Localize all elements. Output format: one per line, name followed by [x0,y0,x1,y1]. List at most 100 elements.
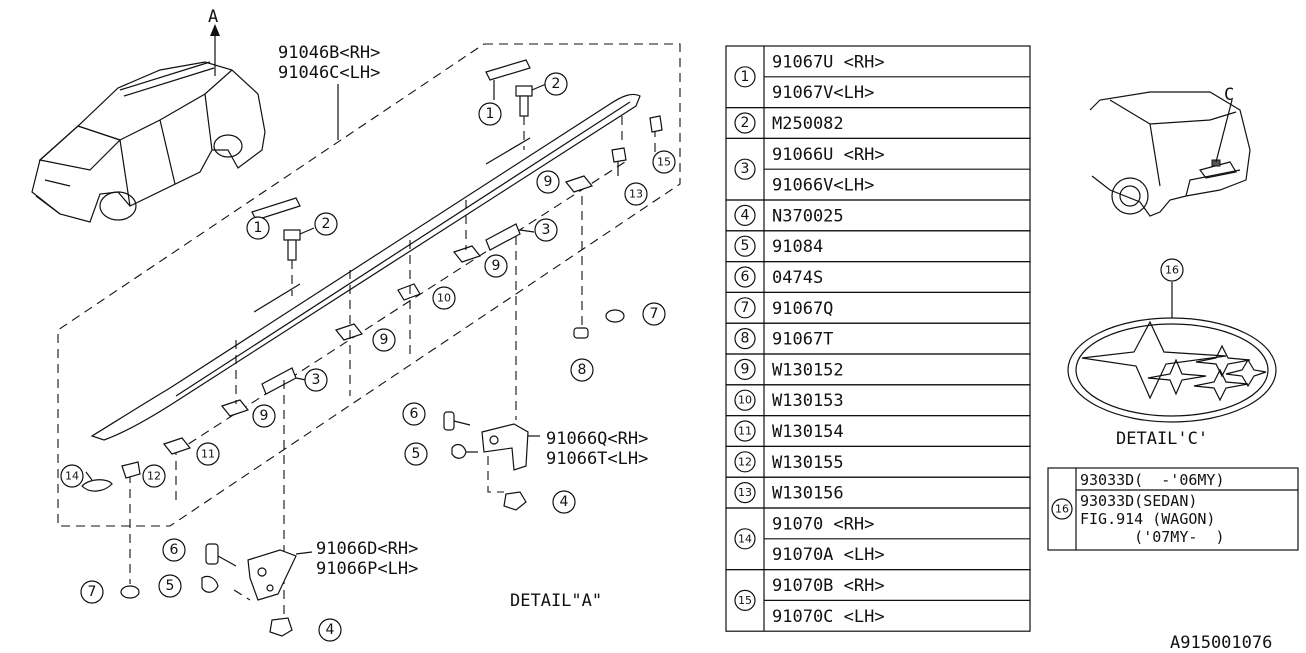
screw-5-front [451,443,478,459]
balloon-11: 11 [196,442,220,466]
balloon-9: 9 [484,254,508,278]
balloon-9: 9 [536,170,560,194]
balloon-6: 6 [162,538,186,562]
parts-table-part-number: 91067Q [772,299,833,319]
parts-table-part-number: N370025 [772,206,844,226]
parts-table-key: 10 [738,394,752,407]
parts-table-row: 7 91067Q [725,291,1031,324]
bracket-3-right [485,223,535,420]
parts-table-key: 13 [738,486,752,499]
parts-table-part-number: W130155 [772,453,844,473]
parts-table-key: 15 [738,594,752,607]
balloon-1: 1 [246,216,270,240]
balloon-4: 4 [552,490,576,514]
parts-table-row: 2 M250082 [725,106,1031,139]
clip-9-d [220,399,250,417]
balloon-label: 12 [147,470,161,483]
parts-table-part-number: 91066V<LH> [772,176,874,196]
parts-table-key: 2 [741,115,750,131]
clip-9-b [452,245,482,263]
balloon-2: 2 [544,72,568,96]
pointer-c-label: C [1224,85,1234,105]
balloon-14: 14 [60,464,84,488]
wagon-illustration [31,61,266,223]
balloon-label: 9 [380,332,389,348]
balloon-label: 11 [201,448,215,461]
parts-table-part-number: M250082 [772,114,844,134]
rear-bracket [233,549,313,601]
parts-table-key: 5 [741,238,750,254]
balloon-8: 8 [570,358,594,382]
rail-rh-label: 91046B<RH> [278,43,380,63]
nut-4-rear [269,617,293,637]
emblem-table-line: ('07MY- ) [1080,528,1225,546]
balloon-5: 5 [404,442,428,466]
clip-13 [611,147,627,176]
rail-lh-label: 91046C<LH> [278,63,380,83]
parts-table-key: 12 [738,455,752,468]
balloon-16: 16 [1160,258,1184,282]
balloon-label: 6 [170,542,179,558]
balloon-15: 15 [652,150,676,174]
parts-table-part-number: 91067V<LH> [772,83,874,103]
parts-table-row: 4 N370025 [725,199,1031,232]
balloon-label: 9 [492,258,501,274]
parts-table-row: 12 W130155 [725,445,1031,478]
pointer-a-arrow: A [208,7,220,76]
balloon-label: 2 [552,76,561,92]
bolt-left [283,227,315,296]
balloon-label: 1 [254,220,263,236]
balloon-label: 14 [65,470,79,483]
parts-table-part-number: 91070B <RH> [772,576,885,596]
bracket-rear-rh-label: 91066D<RH> [316,539,418,559]
balloon-label: 7 [650,306,659,322]
balloon-label: 4 [560,494,569,510]
parts-table-row: 6 0474S [725,261,1031,294]
parts-table-part-number: 0474S [772,268,823,288]
balloon-7: 7 [642,302,666,326]
balloon-9: 9 [372,328,396,352]
parts-table-key: 7 [741,300,750,316]
balloon-label: 8 [578,362,587,378]
emblem-table-key: 16 [1055,503,1069,516]
bracket-rear-lh-label: 91066P<LH> [316,559,418,579]
balloon-label: 5 [166,578,175,594]
balloon-3: 3 [304,368,328,392]
balloon-label: 4 [326,622,335,638]
bolt-top [515,83,547,150]
balloon-13: 13 [624,182,648,206]
grommet-7-right [605,309,625,323]
parts-table-key: 6 [741,269,750,285]
emblem-table-line: 93033D( -'06MY) [1080,471,1225,489]
bolt-6-front [443,411,471,431]
parts-table-row: 9 W130152 [725,353,1031,386]
balloon-9: 9 [252,404,276,428]
end-cap-14 [81,479,113,492]
balloon-3: 3 [534,218,558,242]
parts-table-key: 9 [741,361,750,377]
cover-part-top [485,59,531,81]
parts-table-key: 3 [741,161,750,177]
plug-8 [573,327,589,339]
parts-table-part-number: 91066U <RH> [772,145,885,165]
parts-table-part-number: 91067U <RH> [772,52,885,72]
balloon-label: 16 [1165,264,1179,277]
parts-table-key: 11 [738,425,752,438]
parts-table-key: 4 [741,207,750,223]
balloon-label: 9 [260,408,269,424]
front-bracket [481,423,540,493]
parts-table-part-number: W130152 [772,360,844,380]
detail-a-caption: DETAIL"A" [510,591,602,611]
parts-table-row: 3 91066U <RH> 91066V<LH> [725,137,1031,201]
emblem-table-line: FIG.914 (WAGON) [1080,510,1215,528]
balloon-label: 7 [88,584,97,600]
detail-a-boundary [57,43,681,527]
balloon-label: 13 [629,188,643,201]
parts-table-key: 1 [741,69,750,85]
clip-9-a [564,175,594,193]
parts-table-part-number: 91070A <LH> [772,545,885,565]
